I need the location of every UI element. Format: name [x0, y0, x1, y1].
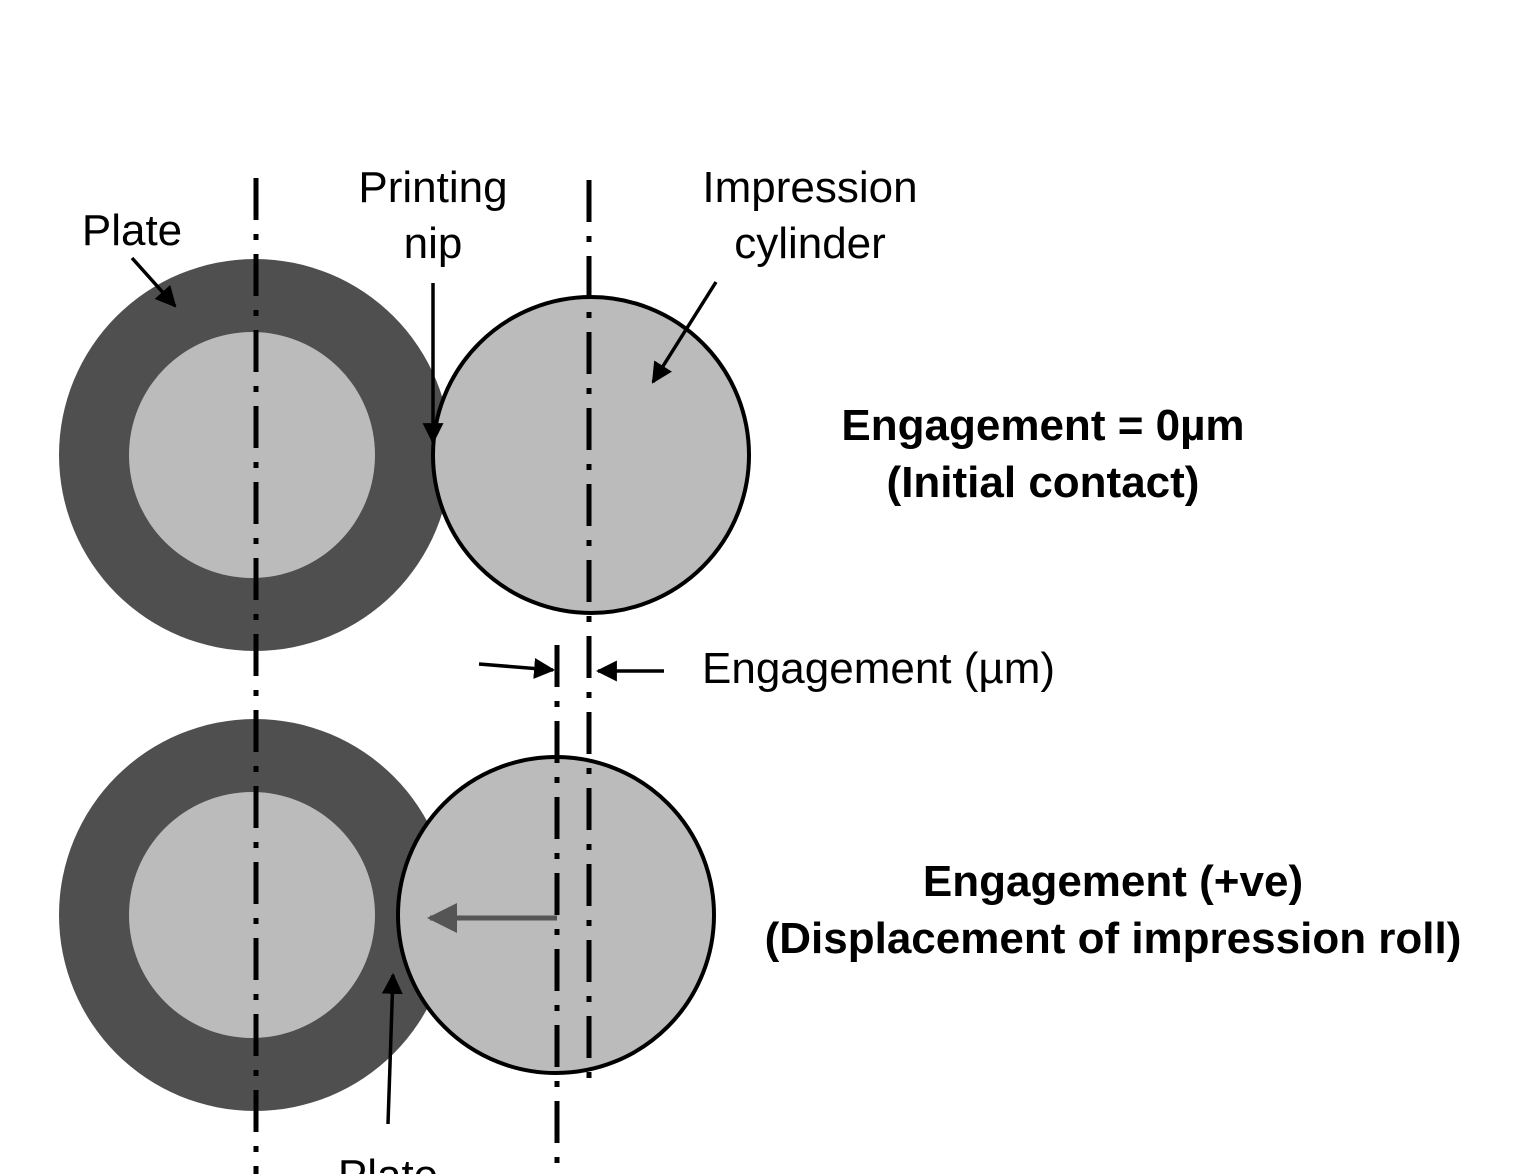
- engagement-left-arrow: [478, 658, 556, 679]
- plate-label: Plate: [82, 206, 182, 255]
- printing-nip-label-line2: nip: [404, 219, 463, 268]
- plate-top-arrow: [130, 256, 177, 308]
- plate-bottom-label: Plate: [338, 1151, 438, 1174]
- bottom-assembly: [59, 719, 716, 1111]
- impression-cylinder-label-line1: Impression: [702, 163, 917, 212]
- impression-cylinder-label-line2: cylinder: [734, 219, 886, 268]
- top-plate-core: [129, 332, 375, 578]
- engagement-positive-title: Engagement (+ve): [923, 857, 1303, 906]
- bottom-plate-core: [129, 792, 375, 1038]
- impression-cylinder-arrow: [651, 281, 718, 384]
- engagement-zero-subtitle: (Initial contact): [887, 458, 1200, 507]
- plate-bottom-arrow: [381, 972, 403, 1125]
- printing-nip-label-line1: Printing: [358, 163, 507, 212]
- engagement-um-label: Engagement (µm): [702, 644, 1055, 693]
- top-assembly: [59, 259, 751, 651]
- engagement-positive-subtitle: (Displacement of impression roll): [765, 914, 1462, 963]
- engagement-zero-title: Engagement = 0µm: [841, 401, 1244, 450]
